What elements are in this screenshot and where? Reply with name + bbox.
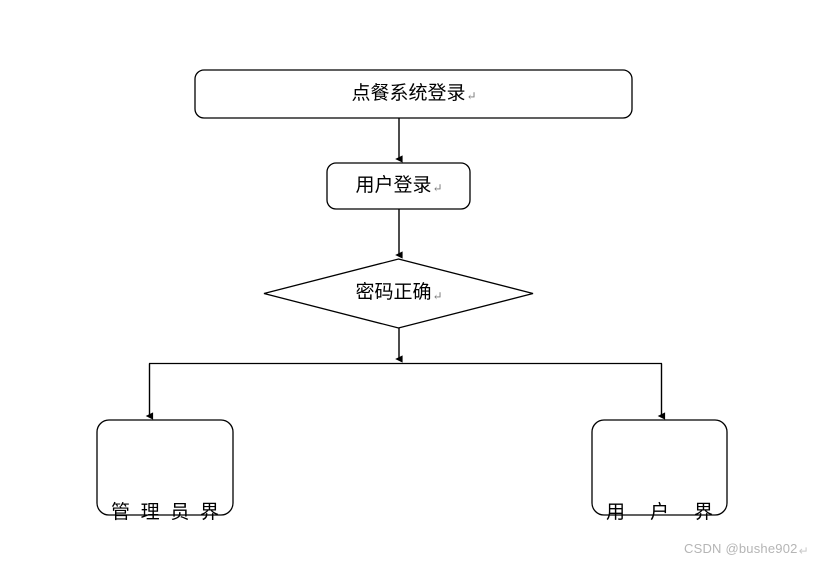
node-login-shape[interactable] bbox=[326, 162, 471, 210]
node-user-shape[interactable] bbox=[591, 419, 728, 516]
node-decision-shape[interactable] bbox=[263, 258, 534, 329]
return-mark-icon: ↵ bbox=[798, 544, 809, 558]
watermark-text: CSDN @bushe902 bbox=[684, 541, 798, 556]
csdn-watermark: CSDN @bushe902↵ bbox=[684, 541, 809, 558]
node-start-shape[interactable] bbox=[194, 69, 633, 119]
node-admin-shape[interactable] bbox=[96, 419, 234, 516]
